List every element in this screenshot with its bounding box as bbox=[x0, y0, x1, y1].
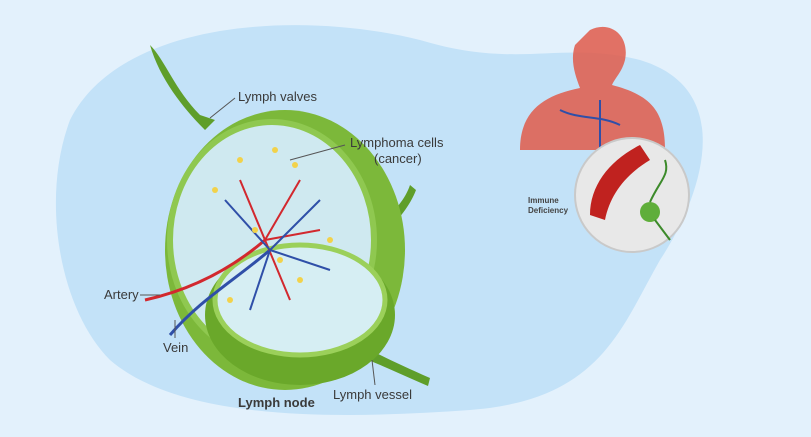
blood-vessels bbox=[144, 179, 331, 336]
label-lymph-vessel: Lymph vessel bbox=[333, 387, 412, 402]
label-lymph-valves: Lymph valves bbox=[238, 89, 317, 104]
label-vein: Vein bbox=[163, 340, 189, 355]
human-figure bbox=[520, 26, 665, 150]
label-lymph-node: Lymph node bbox=[238, 395, 315, 410]
lymphoma-cells bbox=[212, 147, 333, 303]
magnified-circle bbox=[574, 137, 690, 253]
afferent-vessel bbox=[150, 45, 215, 130]
label-immune: Immune bbox=[528, 196, 559, 205]
lymph-node-lower-chambers bbox=[212, 242, 388, 358]
body-vessels bbox=[559, 100, 621, 150]
leader-lines bbox=[140, 97, 376, 386]
label-cancer: (cancer) bbox=[374, 151, 422, 166]
label-lymphoma-cells: Lymphoma cells bbox=[350, 135, 444, 150]
label-deficiency: Deficiency bbox=[528, 206, 569, 215]
immune-cell bbox=[640, 202, 660, 222]
label-artery: Artery bbox=[104, 287, 139, 302]
blood-vessel-closeup bbox=[590, 145, 650, 220]
